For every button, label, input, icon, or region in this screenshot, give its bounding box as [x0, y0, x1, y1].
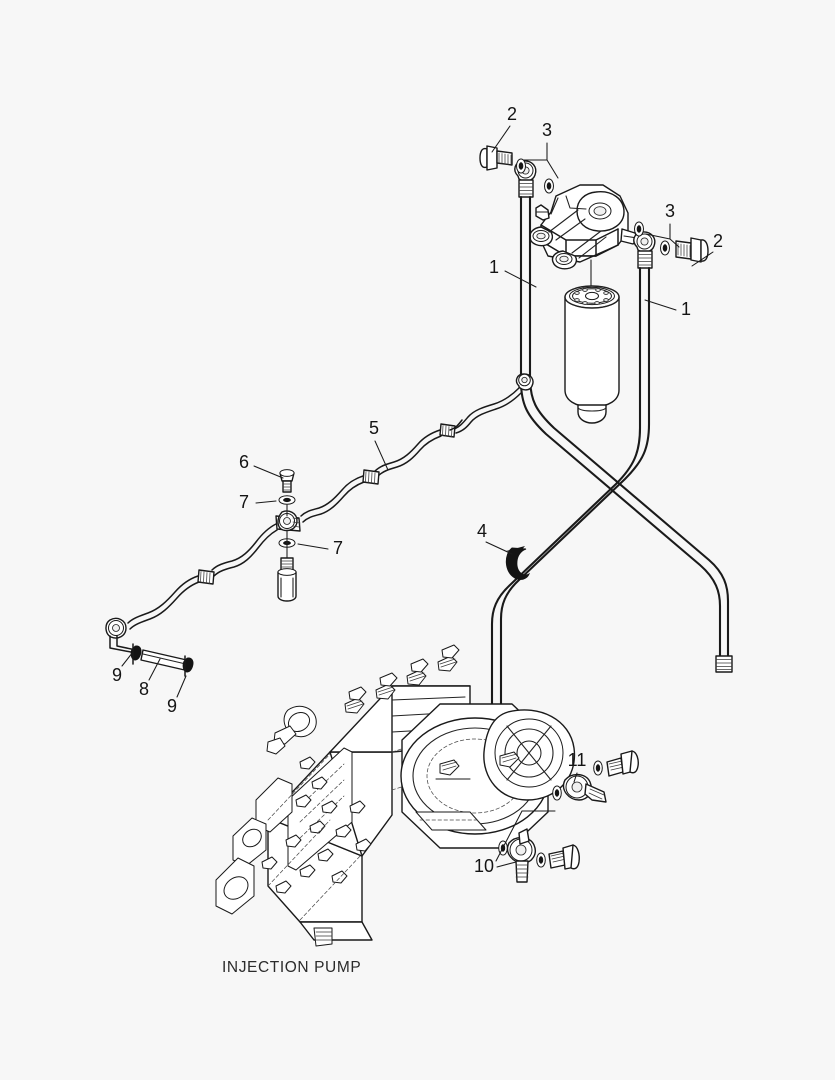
elbow-fitting-lower — [506, 828, 536, 883]
bolt-11 — [606, 750, 639, 777]
callout-7-lower: 7 — [333, 538, 343, 558]
sealing-washer-upper-left — [516, 158, 526, 174]
washer-11-left — [552, 785, 562, 801]
leader-lines — [121, 125, 714, 868]
callout-4: 4 — [477, 521, 487, 541]
bolt-10 — [548, 844, 580, 870]
callout-2-top-left: 2 — [507, 104, 517, 124]
spin-on-fuel-filter — [564, 285, 620, 424]
sealing-washer-lower-left — [634, 221, 644, 237]
callout-10: 10 — [474, 856, 494, 876]
figure-caption: INJECTION PUMP — [222, 959, 361, 976]
sealing-washer-lower-right — [660, 240, 670, 256]
callout-8: 8 — [139, 679, 149, 699]
callout-3-top: 3 — [542, 120, 552, 140]
hose-clamp — [505, 546, 531, 580]
callout-5: 5 — [369, 418, 379, 438]
callout-3-right: 3 — [665, 201, 675, 221]
fuel-filter-head-bracket — [529, 184, 639, 308]
elbow-fitting-upper — [562, 773, 607, 803]
callout-1-right: 1 — [681, 299, 691, 319]
banjo-bolt-lower-right — [675, 237, 709, 263]
sealing-washer-upper-right — [544, 178, 554, 194]
pump-face-bolts — [261, 756, 372, 894]
clip-right — [182, 655, 194, 677]
fuel-hose-left — [514, 160, 733, 673]
banjo-bolt-small — [279, 469, 295, 493]
gasket-washer-upper — [278, 495, 296, 505]
banjo-bolt-upper-left — [479, 145, 513, 171]
delivery-valve-fittings — [344, 644, 460, 714]
washer-10-right — [536, 852, 546, 868]
inline-injection-pump-assembly — [215, 644, 576, 947]
callout-11: 11 — [568, 750, 587, 770]
callout-labels: 2 3 3 2 1 1 5 6 7 7 4 9 8 9 11 10 — [112, 104, 723, 876]
washer-11-right — [593, 760, 603, 776]
callout-6: 6 — [239, 452, 249, 472]
bleed-screw-assembly — [277, 504, 297, 602]
callout-7-upper: 7 — [239, 492, 249, 512]
callout-2-right: 2 — [713, 231, 723, 251]
callout-9-right: 9 — [167, 696, 177, 716]
callout-9-left: 9 — [112, 665, 122, 685]
fuel-return-line — [105, 373, 534, 654]
callout-1-left: 1 — [489, 257, 499, 277]
